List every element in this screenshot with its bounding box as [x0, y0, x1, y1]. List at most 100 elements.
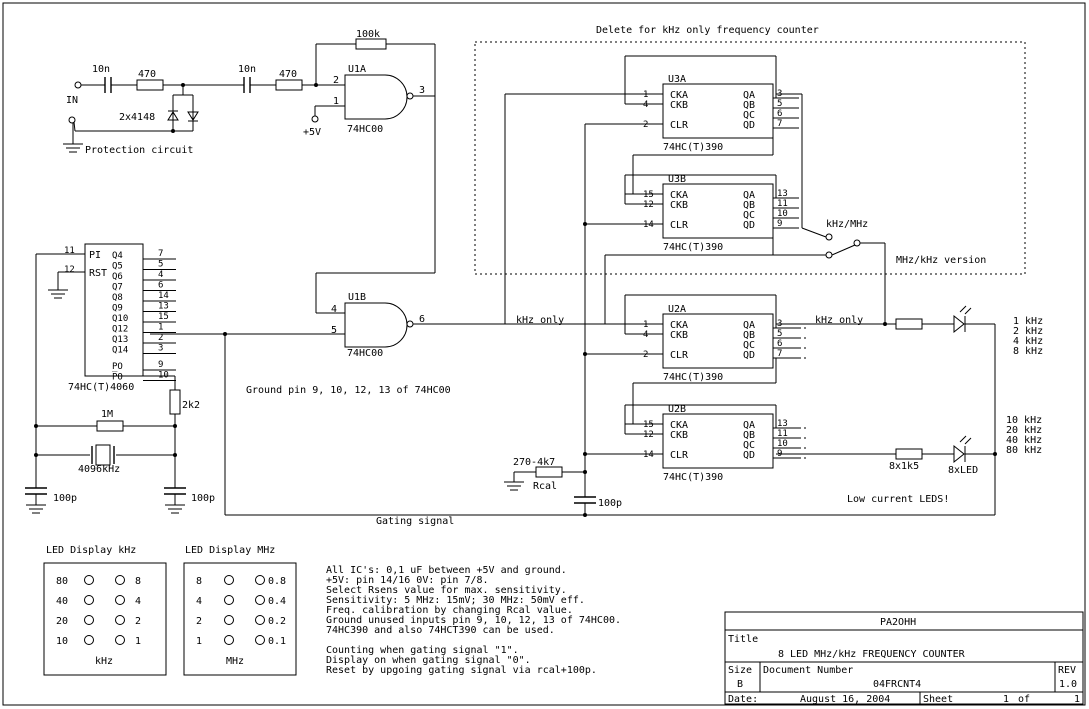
u4060-out-label: Q14: [112, 346, 128, 356]
u4060-out-label: Q13: [112, 335, 128, 345]
u1b-name: U1B: [348, 292, 366, 303]
u3b-in-pin: 12: [643, 200, 654, 210]
note-line: Sensitivity: 5 MHz: 15mV; 30 MHz: 50mV e…: [326, 595, 585, 606]
u2b-in-pin: 15: [643, 420, 654, 430]
tb-docnum-label: Document Number: [763, 665, 853, 676]
u2b-out-label: QC: [743, 440, 755, 451]
u3a-out-label: QB: [743, 100, 755, 111]
tb-size: B: [737, 679, 743, 690]
led_mhz-left-label: 2: [196, 616, 202, 627]
u2b-in-pin: 12: [643, 430, 654, 440]
note2-line: Counting when gating signal "1".: [326, 645, 519, 656]
r-2k2-value: 2k2: [182, 400, 200, 411]
u3b-out-label: QC: [743, 210, 755, 221]
u3b-in-pin: 15: [643, 190, 654, 200]
u4060-out-label: Q4: [112, 251, 123, 261]
tb-sheet-label: Sheet: [923, 694, 953, 705]
input-stage: IN 10n 470 2x4148 Protection circuit: [63, 29, 436, 156]
ground-note: Ground pin 9, 10, 12, 13 of 74HC00: [246, 385, 451, 396]
led_mhz-left-label: 4: [196, 596, 202, 607]
u3b-in-label: CKA: [670, 190, 688, 201]
khz-output-label: 8 kHz: [1013, 346, 1043, 357]
u2a-out-pin: 5: [777, 329, 782, 339]
u2a-in-label: CKB: [670, 330, 688, 341]
u3a-in-label: CKB: [670, 100, 688, 111]
led_khz-right-label: 8: [135, 576, 141, 587]
ground-terminal: [68, 116, 76, 124]
tb-of: 1: [1074, 694, 1080, 705]
led_mhz-left-label: 8: [196, 576, 202, 587]
led_khz-left-label: 80: [56, 576, 68, 587]
u3a-in-pin: 4: [643, 100, 648, 110]
tb-rev: 1.0: [1059, 679, 1077, 690]
r-1m: [96, 420, 124, 432]
led-mhz-panel: [183, 562, 297, 676]
led_mhz-led: [224, 575, 234, 585]
tb-sheet: 1: [1003, 694, 1009, 705]
u3b-out-label: QD: [743, 220, 755, 231]
u4060-out-pin: 3: [158, 344, 163, 354]
u1a-pin2: 2: [333, 75, 339, 86]
switch-version: MHz/kHz version: [896, 255, 986, 266]
led_khz-led: [115, 575, 125, 585]
led_khz-left-label: 40: [56, 596, 68, 607]
led_mhz-right-label: 0.4: [268, 596, 286, 607]
r-2k2: [169, 389, 181, 415]
u2a-in-pin: 4: [643, 330, 648, 340]
u3b-in-label: CLR: [670, 220, 689, 231]
c-b-value: 100p: [191, 493, 215, 504]
led_khz-led: [84, 595, 94, 605]
tb-title: 8 LED MHz/kHz FREQUENCY COUNTER: [778, 649, 966, 660]
u4060-out-pin: 5: [158, 260, 163, 270]
note-line: +5V: pin 14/16 0V: pin 7/8.: [326, 575, 489, 586]
u2a-out-pin: 7: [777, 349, 782, 359]
khz10-output-label: 80 kHz: [1006, 445, 1042, 456]
u2a-out-label: QB: [743, 330, 755, 341]
note-line: 74HC390 and also 74HCT390 can be used.: [326, 625, 555, 636]
rcal-label: Rcal: [533, 481, 557, 492]
note2-line: Reset by upgoing gating signal via rcal+…: [326, 665, 597, 676]
r1: [136, 79, 164, 91]
led-khz-title: LED Display kHz: [46, 545, 136, 556]
led_khz-led: [84, 635, 94, 645]
u2b-in-pin: 14: [643, 450, 654, 460]
note2-line: Display on when gating signal "0".: [326, 655, 531, 666]
u3a-name: U3A: [668, 74, 686, 85]
u4060-out-pin: 9: [158, 360, 163, 370]
u3b-out-pin: 11: [777, 199, 788, 209]
u3a-in-pin: 1: [643, 90, 648, 100]
u4060-out-label: P̅O: [112, 371, 123, 383]
c-a-value: 100p: [53, 493, 77, 504]
note-line: All IC's: 0,1 uF between +5V and ground.: [326, 565, 567, 576]
led-mhz-unit: MHz: [226, 656, 244, 667]
u2a-out-label: QC: [743, 340, 755, 351]
khz10-output-label: 10 kHz: [1006, 415, 1042, 426]
u2a-in-pin: 1: [643, 320, 648, 330]
led_mhz-left-label: 1: [196, 636, 202, 647]
u1a-pin1: 1: [333, 96, 339, 107]
u2a-in-pin: 2: [643, 350, 648, 360]
u2a-in-label: CKA: [670, 320, 688, 331]
u4060-out-label: PO: [112, 362, 123, 372]
u3b-in-label: CKB: [670, 200, 688, 211]
u2b-out-pin: 10: [777, 439, 788, 449]
tb-rev-label: REV: [1058, 665, 1076, 676]
led_khz-led: [115, 635, 125, 645]
u1b-pin6: 6: [419, 314, 425, 325]
u3b-type: 74HC(T)390: [663, 242, 723, 253]
led_khz-left-label: 20: [56, 616, 68, 627]
tb-title-label: Title: [728, 634, 758, 645]
oscillator: 2k2 1M 4096kHz 100p 100p: [25, 254, 215, 514]
switch-label: kHz/MHz: [826, 219, 868, 230]
led_khz-left-label: 10: [56, 636, 68, 647]
u4060-out-pin: 14: [158, 291, 169, 301]
u4060-out-pin: 7: [158, 249, 163, 259]
led_khz-led: [84, 615, 94, 625]
u1a-name: U1A: [348, 64, 366, 75]
u2b-out-label: QA: [743, 420, 755, 431]
